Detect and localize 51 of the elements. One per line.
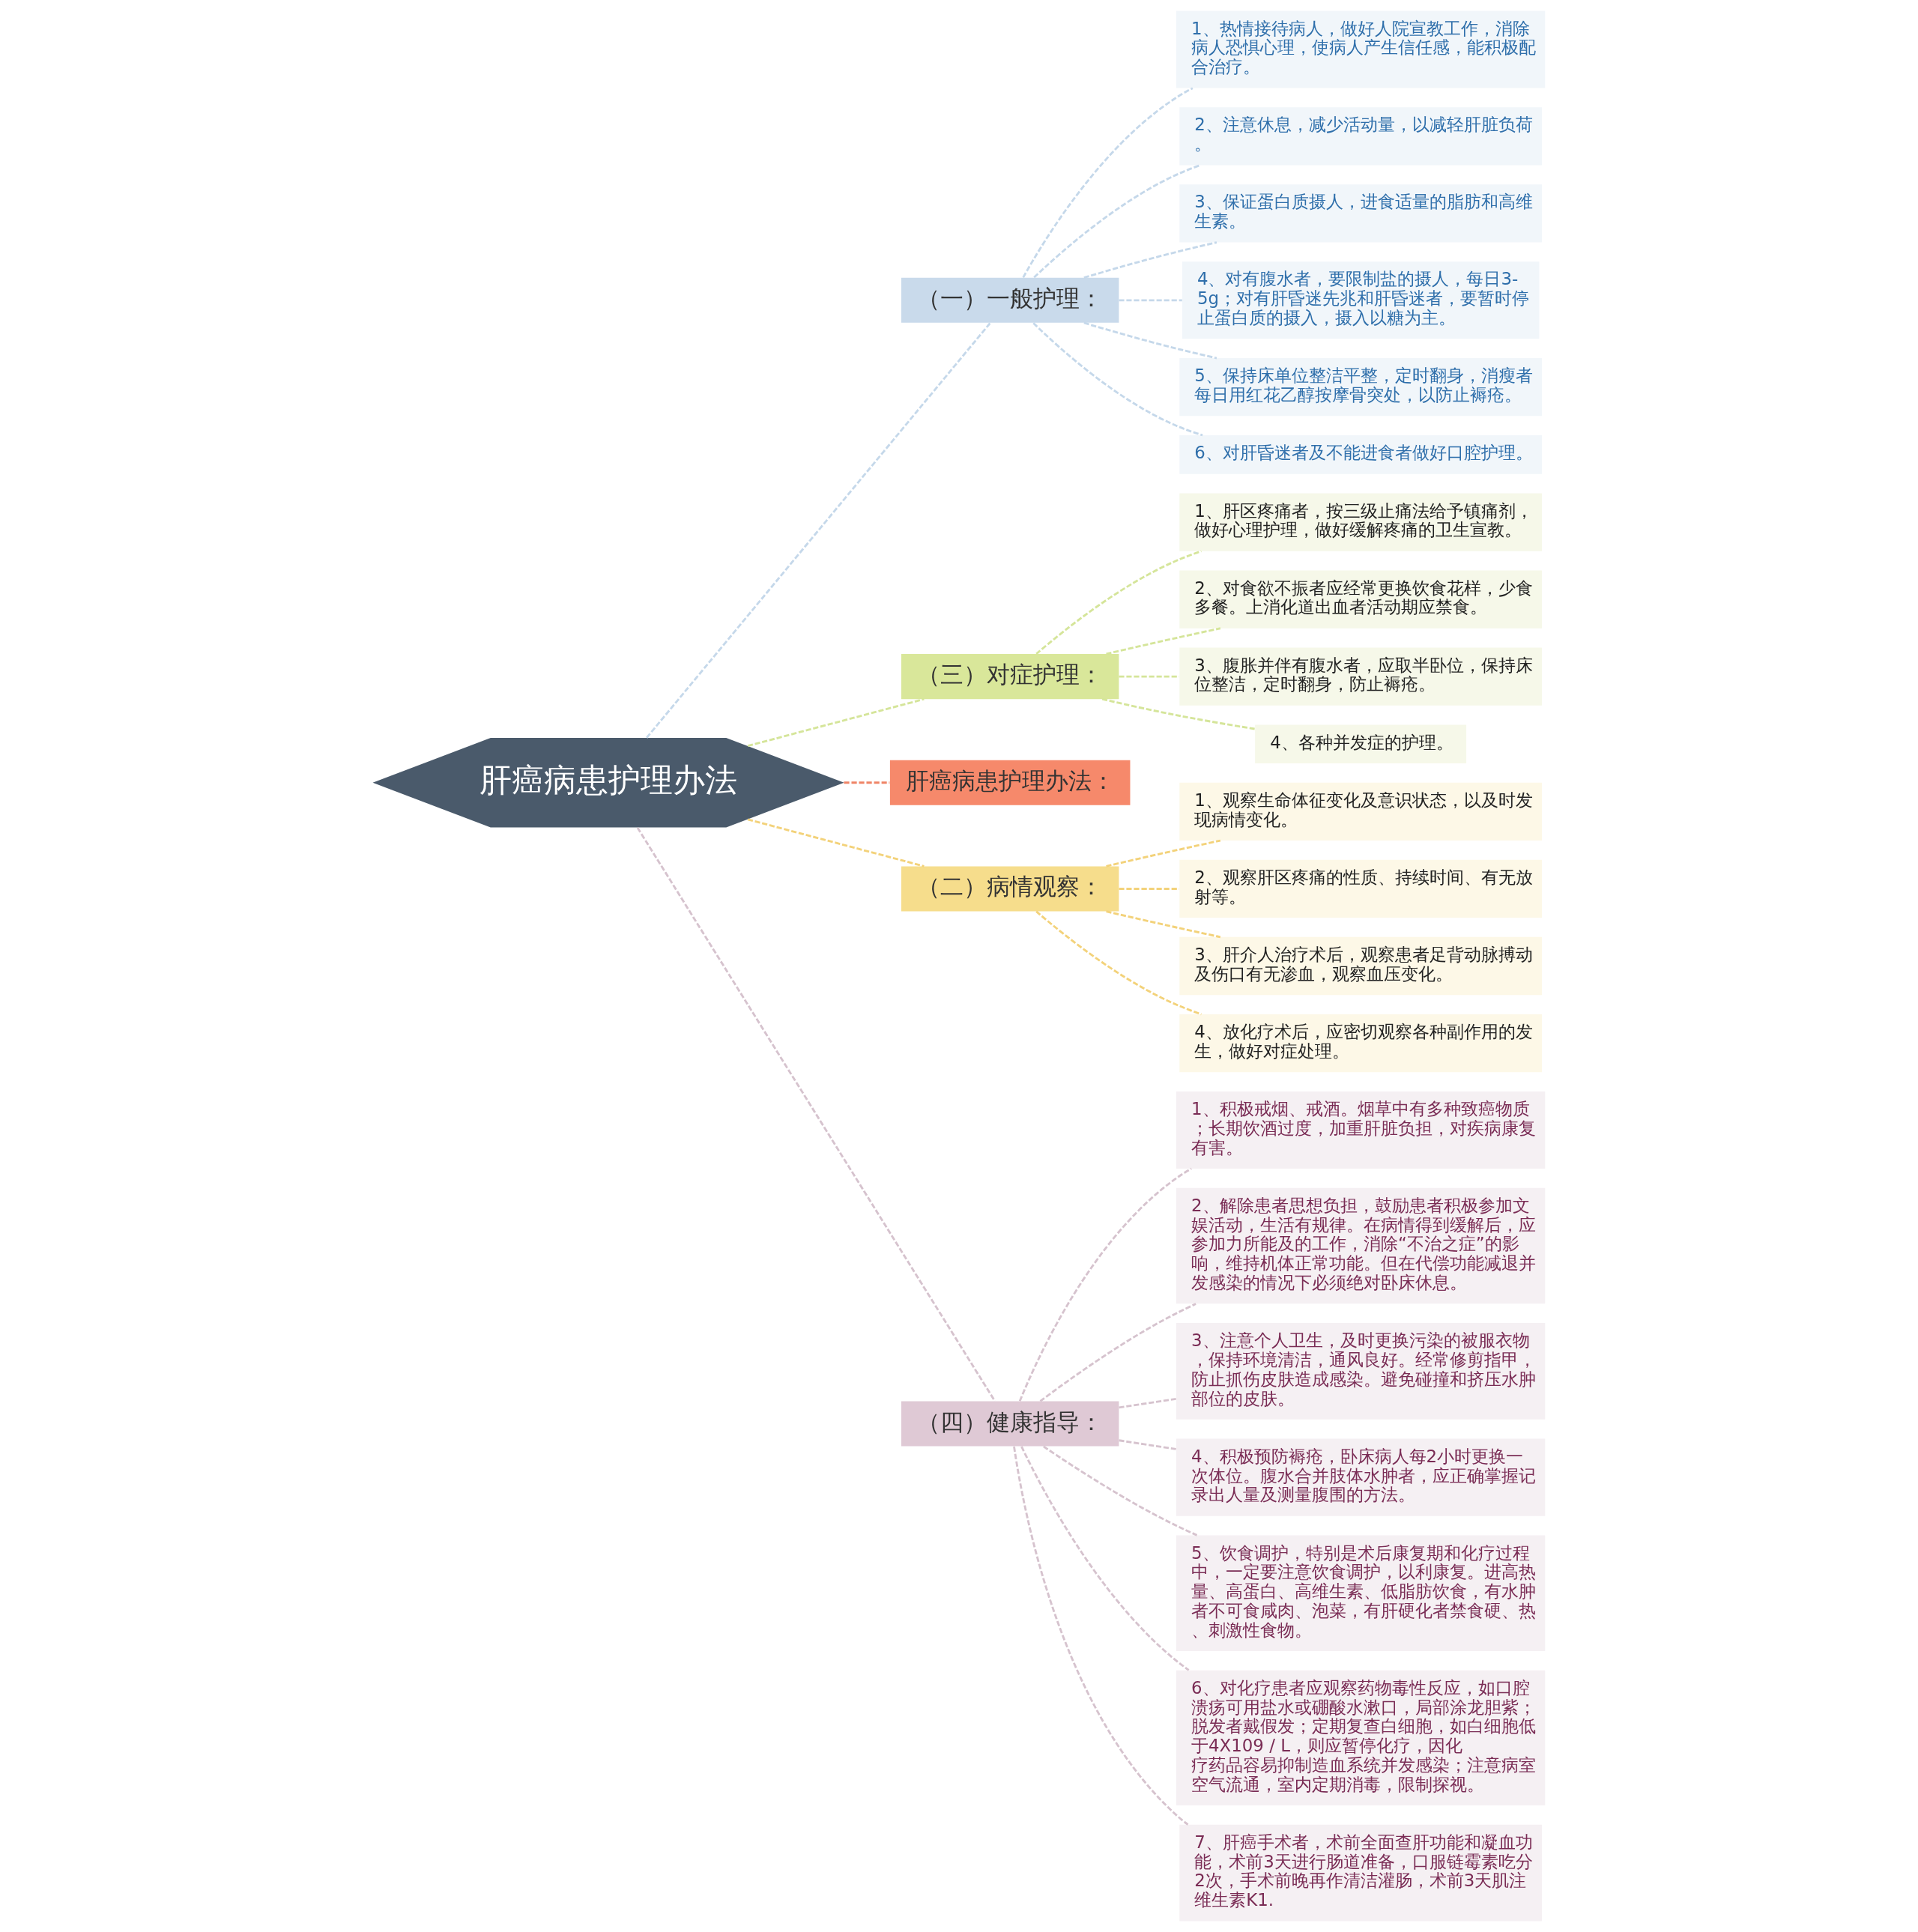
node-box: 2、注意休息，减少活动量，以减轻肝脏负荷。 — [1179, 107, 1542, 166]
node-box: 2、对食欲不振者应经常更换饮食花样，少食多餐。上消化道出血者活动期应禁食。 — [1179, 570, 1542, 629]
connector — [1013, 1446, 1189, 1826]
connector — [1106, 839, 1221, 867]
connector — [1035, 910, 1202, 1016]
node-box: 2、观察肝区疼痛的性质、持续时间、有无放射等。 — [1179, 859, 1542, 918]
node-box: 4、积极预防褥疮，卧床病人每2小时更换一次体位。腹水合并肢体水肿者，应正确掌握记录出人量及测量腹围的方法。 — [1176, 1438, 1546, 1516]
node-box: 1、肝区疼痛者，按三级止痛法给予镇痛剂，做好心理护理，做好缓解疼痛的卫生宣教。 — [1179, 493, 1542, 551]
connector — [646, 322, 991, 739]
node-box: 3、注意个人卫生，及时更换污染的被服衣物，保持环境清洁，通风良好。经常修剪指甲，防止抓伤皮肤造成感染。避免碰撞和挤压水肿部位的皮肤。 — [1176, 1323, 1546, 1420]
connector — [844, 781, 890, 784]
connector — [1106, 627, 1221, 655]
node-box: 3、肝介人治疗术后，观察患者足背动脉搏动及伤口有无渗血，观察血压变化。 — [1179, 936, 1542, 996]
connector — [1022, 87, 1194, 279]
node-box: 7、肝癌手术者，术前全面查肝功能和凝血功能，术前3天进行肠道准备，口服链霉素吃分2次，手术前晚再作清洁灌肠，术前3天肌注维生素K1. — [1179, 1824, 1542, 1922]
connector — [1043, 1445, 1198, 1536]
connector — [1039, 1303, 1197, 1402]
connector — [1101, 697, 1255, 730]
connector — [1083, 321, 1217, 360]
node-box: 肝癌病患护理办法： — [889, 760, 1131, 805]
node-box: （四）健康指导： — [901, 1401, 1119, 1447]
node-box: 4、各种并发症的护理。 — [1255, 724, 1467, 764]
connector — [636, 827, 996, 1402]
connector — [1106, 910, 1221, 939]
node-box: 5、饮食调护，特别是术后康复期和化疗过程中，一定要注意饮食调护，以利康复。进高热量、高蛋白、高维生素、低脂肪饮食，有水肿者不可食咸肉、泡菜，有肝硬化者禁食硬、热、刺激性食物。 — [1176, 1535, 1546, 1651]
connector — [1033, 164, 1201, 279]
node-box: 1、积极戒烟、戒酒。烟草中有多种致癌物质；长期饮酒过度，加重肝脏负担，对疾病康复有害。 — [1176, 1091, 1546, 1169]
connector — [747, 697, 925, 748]
node-box: 2、解除患者思想负担，鼓励患者积极参加文娱活动，生活有规律。在病情得到缓解后，应参加力所能及的工作，消除“不治之症”的影响，维持机体正常功能。但在代偿功能减退并发感染的情况下必须绝对卧床休息。 — [1176, 1187, 1546, 1304]
connector — [1119, 299, 1182, 302]
node-box: 4、对有腹水者，要限制盐的摄人，每日3-5g；对有肝昏迷先兆和肝昏迷者，要暂时停止蛋白质的摄入，摄入以糖为主。 — [1182, 261, 1540, 339]
connector — [1119, 1397, 1176, 1409]
node-box: 3、保证蛋白质摄人，进食适量的脂肪和高维生素。 — [1179, 184, 1542, 243]
connector — [747, 818, 925, 867]
node-box: （一）一般护理： — [901, 277, 1119, 323]
connector — [1119, 1439, 1176, 1450]
connector — [1083, 241, 1217, 279]
connector — [1032, 322, 1203, 437]
node-box: 5、保持床单位整洁平整，定时翻身，消瘦者每日用红花乙醇按摩骨突处，以防止褥疮。 — [1179, 358, 1542, 417]
connector — [1018, 1167, 1192, 1402]
connector — [1119, 888, 1179, 890]
node-box: 4、放化疗术后，应密切观察各种副作用的发生，做好对症处理。 — [1179, 1014, 1542, 1073]
node-box: 6、对化疗患者应观察药物毒性反应，如口腔溃疡可用盐水或硼酸水漱口，局部涂龙胆紫；脱发者戴假发；定期复查白细胞，如白细胞低于4X109 / L，则应暂停化疗，因化疗药品容易抑制造血系统并发感染；注意病室空气流通，室内定期消毒，限制探视。 — [1176, 1670, 1546, 1805]
node-box: 1、热情接待病人，做好人院宣教工作，消除病人恐惧心理，使病人产生信任感，能积极配合治疗。 — [1176, 10, 1546, 88]
node-box: （二）病情观察： — [901, 866, 1119, 912]
connector — [1119, 675, 1179, 678]
connector — [1020, 1446, 1190, 1671]
node-box: 6、对肝昏迷者及不能进食者做好口腔护理。 — [1179, 435, 1542, 474]
connector — [1035, 550, 1202, 655]
node-box: （三）对症护理： — [901, 654, 1119, 700]
node-box: 1、观察生命体征变化及意识状态，以及时发现病情变化。 — [1179, 782, 1542, 841]
